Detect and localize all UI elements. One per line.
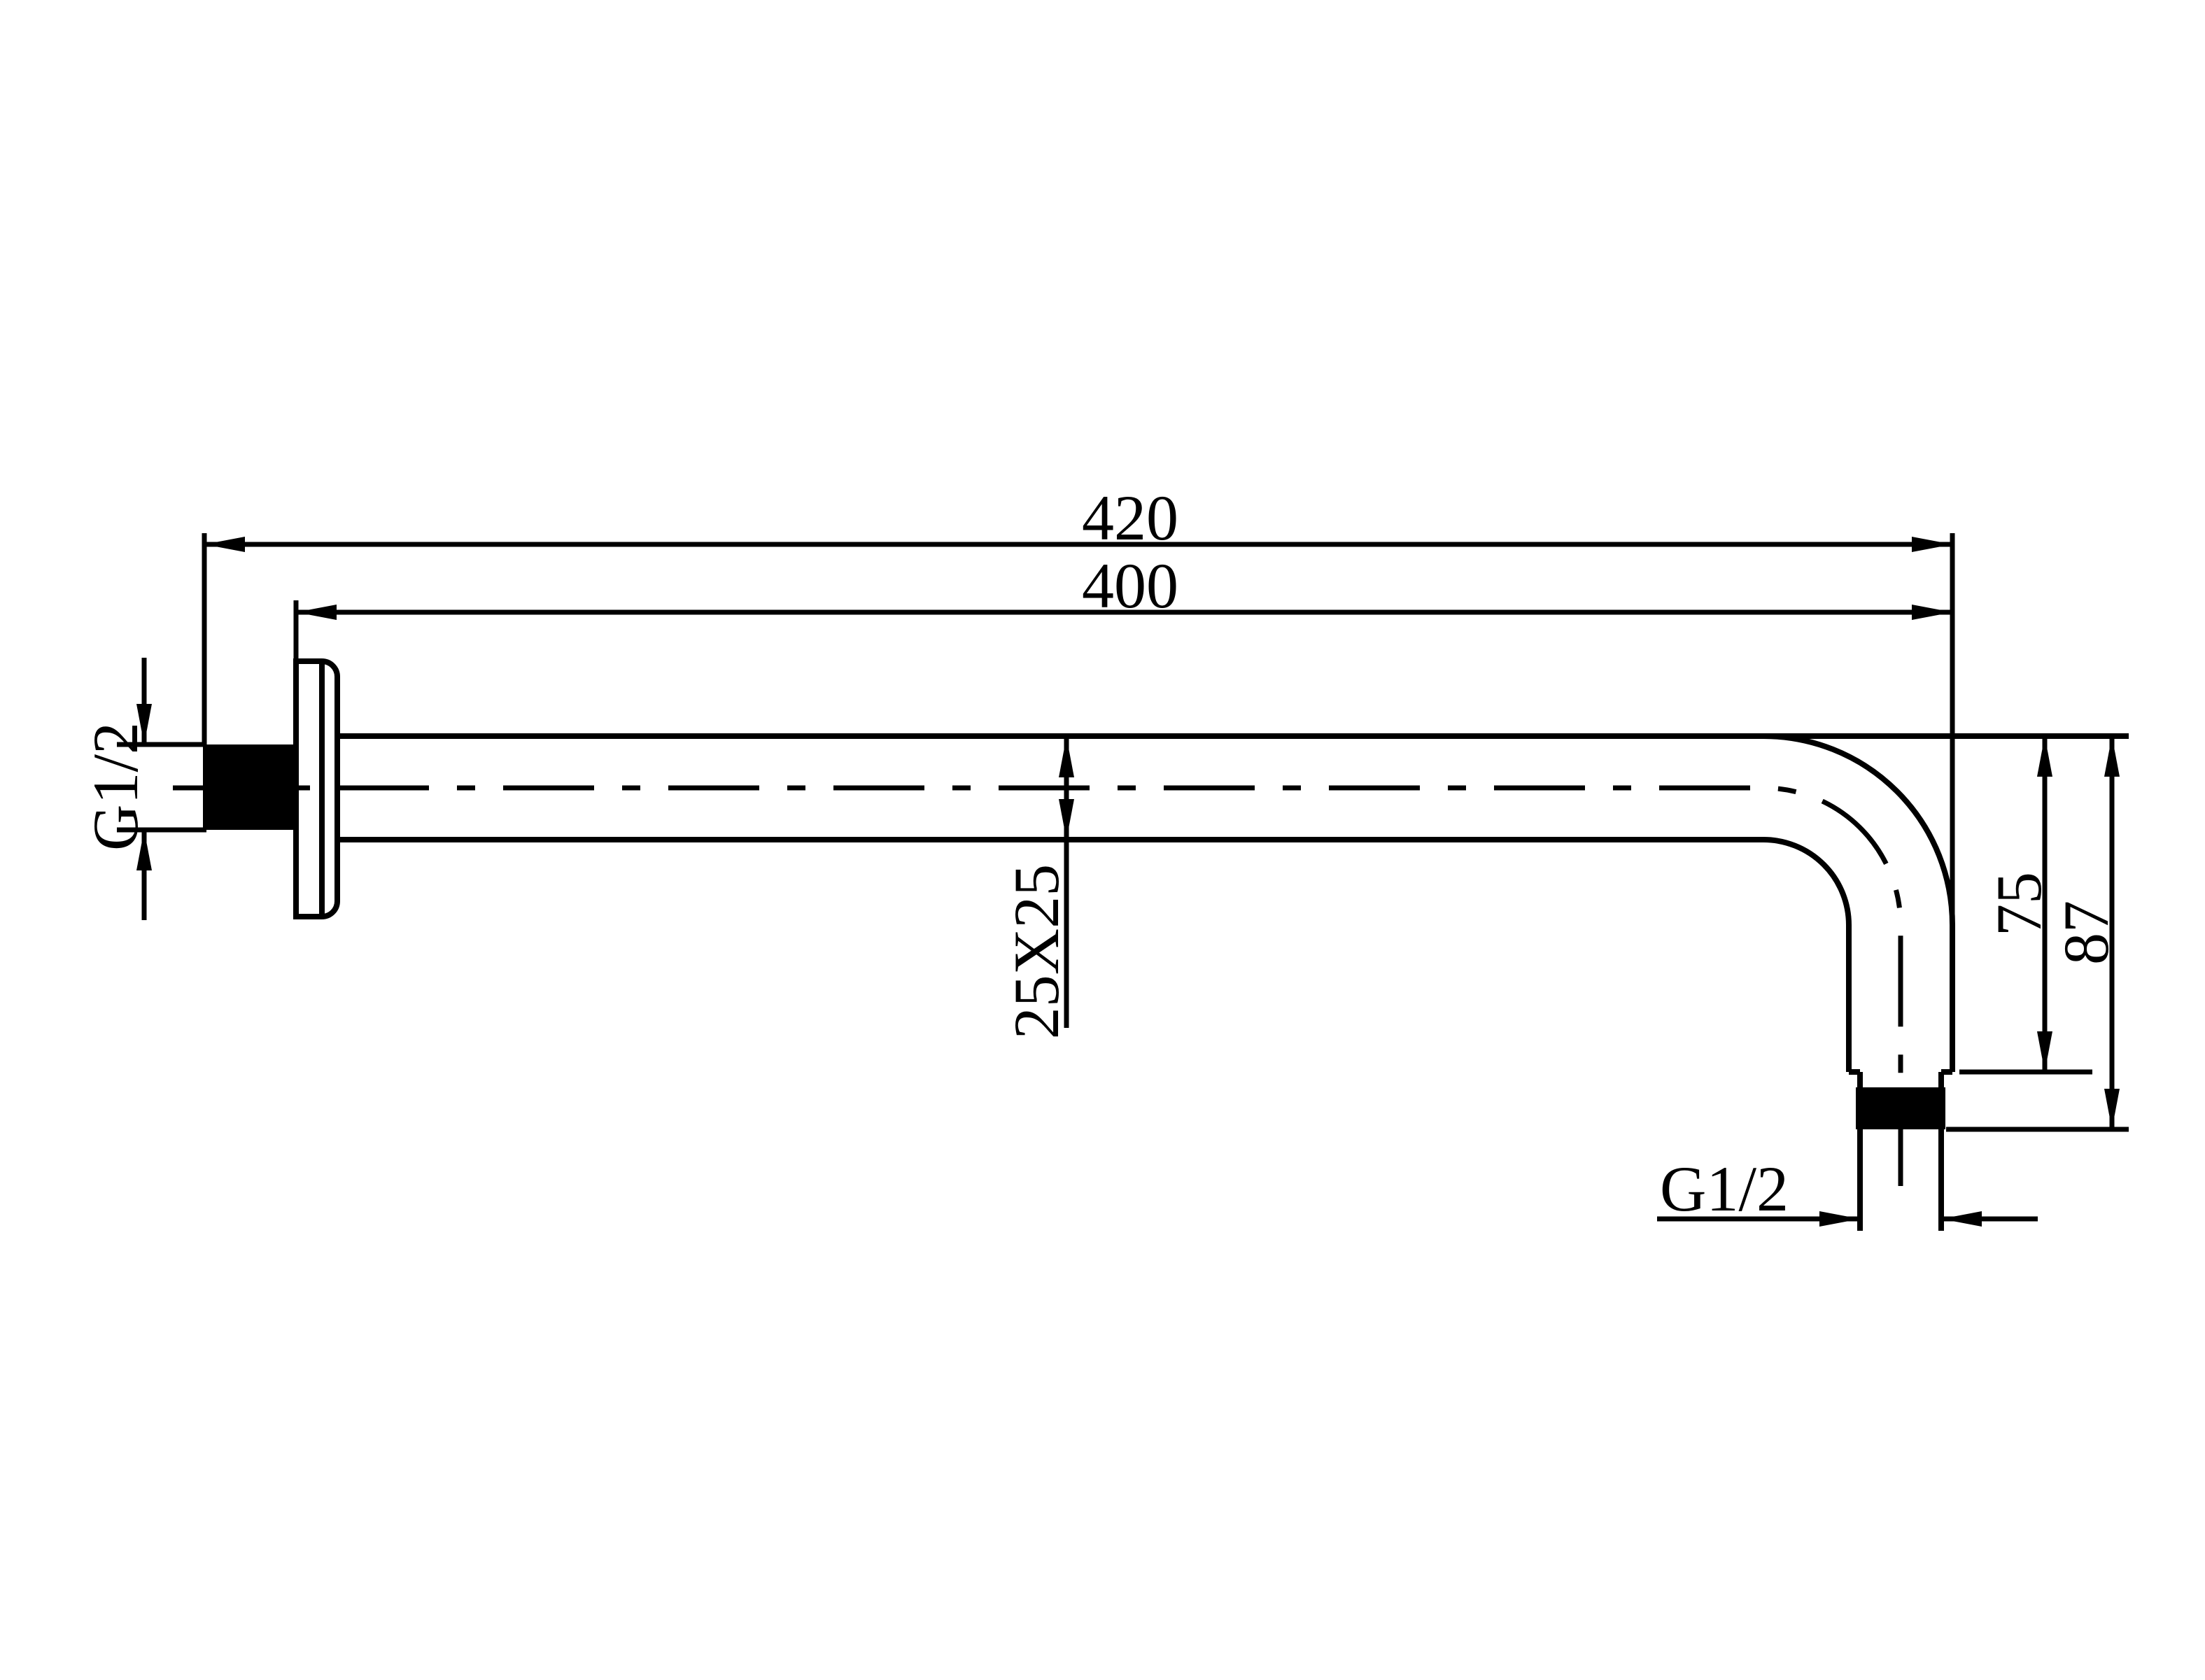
- arrow-420-left: [204, 537, 245, 552]
- dimension-drop-87: 87: [1946, 736, 2129, 1132]
- bend-inner-arc: [1763, 837, 1852, 926]
- bend-outer-arc: [1763, 733, 1955, 926]
- dimension-drop-75: 75: [1959, 736, 2092, 1075]
- arrow-75-up: [2037, 736, 2052, 777]
- arrow-87-down: [2104, 1089, 2120, 1129]
- arrow-inlet-down: [136, 704, 152, 744]
- dim-text-drop-75: 75: [1983, 872, 2055, 936]
- dim-text-outlet-thread: G1/2: [1660, 1153, 1789, 1224]
- arrow-87-up: [2104, 736, 2120, 777]
- arrow-75-down: [2037, 1031, 2052, 1072]
- dim-text-overall-length: 420: [1082, 482, 1178, 553]
- dimension-arm-length: 400: [293, 550, 1952, 661]
- shower-arm-outline: [203, 658, 2129, 1231]
- flange-outline: [293, 658, 340, 919]
- dim-text-drop-87: 87: [2050, 901, 2122, 965]
- arrow-420-right: [1912, 537, 1952, 552]
- dimension-overall-length: 420: [202, 482, 1955, 925]
- centerlines: [173, 785, 1903, 1186]
- arrow-inlet-up: [136, 830, 152, 870]
- dimension-outlet-thread: G1/2: [1657, 1153, 2038, 1227]
- arrow-tube-up: [1059, 737, 1074, 777]
- arrow-outlet-leftward: [1941, 1211, 1982, 1227]
- arrow-outlet-rightward: [1819, 1211, 1860, 1227]
- dim-text-inlet-thread: G1/2: [80, 722, 151, 851]
- arrow-400-right: [1912, 605, 1952, 620]
- dim-text-arm-length: 400: [1082, 550, 1178, 621]
- dim-text-tube-section: 25X25: [1001, 864, 1072, 1039]
- dimension-inlet-thread: G1/2: [80, 658, 206, 920]
- arrow-400-left: [296, 605, 337, 620]
- arm-centerline: [173, 785, 1903, 1186]
- arrow-tube-down: [1059, 799, 1074, 840]
- dimension-tube-section: 25X25: [1001, 737, 1074, 1039]
